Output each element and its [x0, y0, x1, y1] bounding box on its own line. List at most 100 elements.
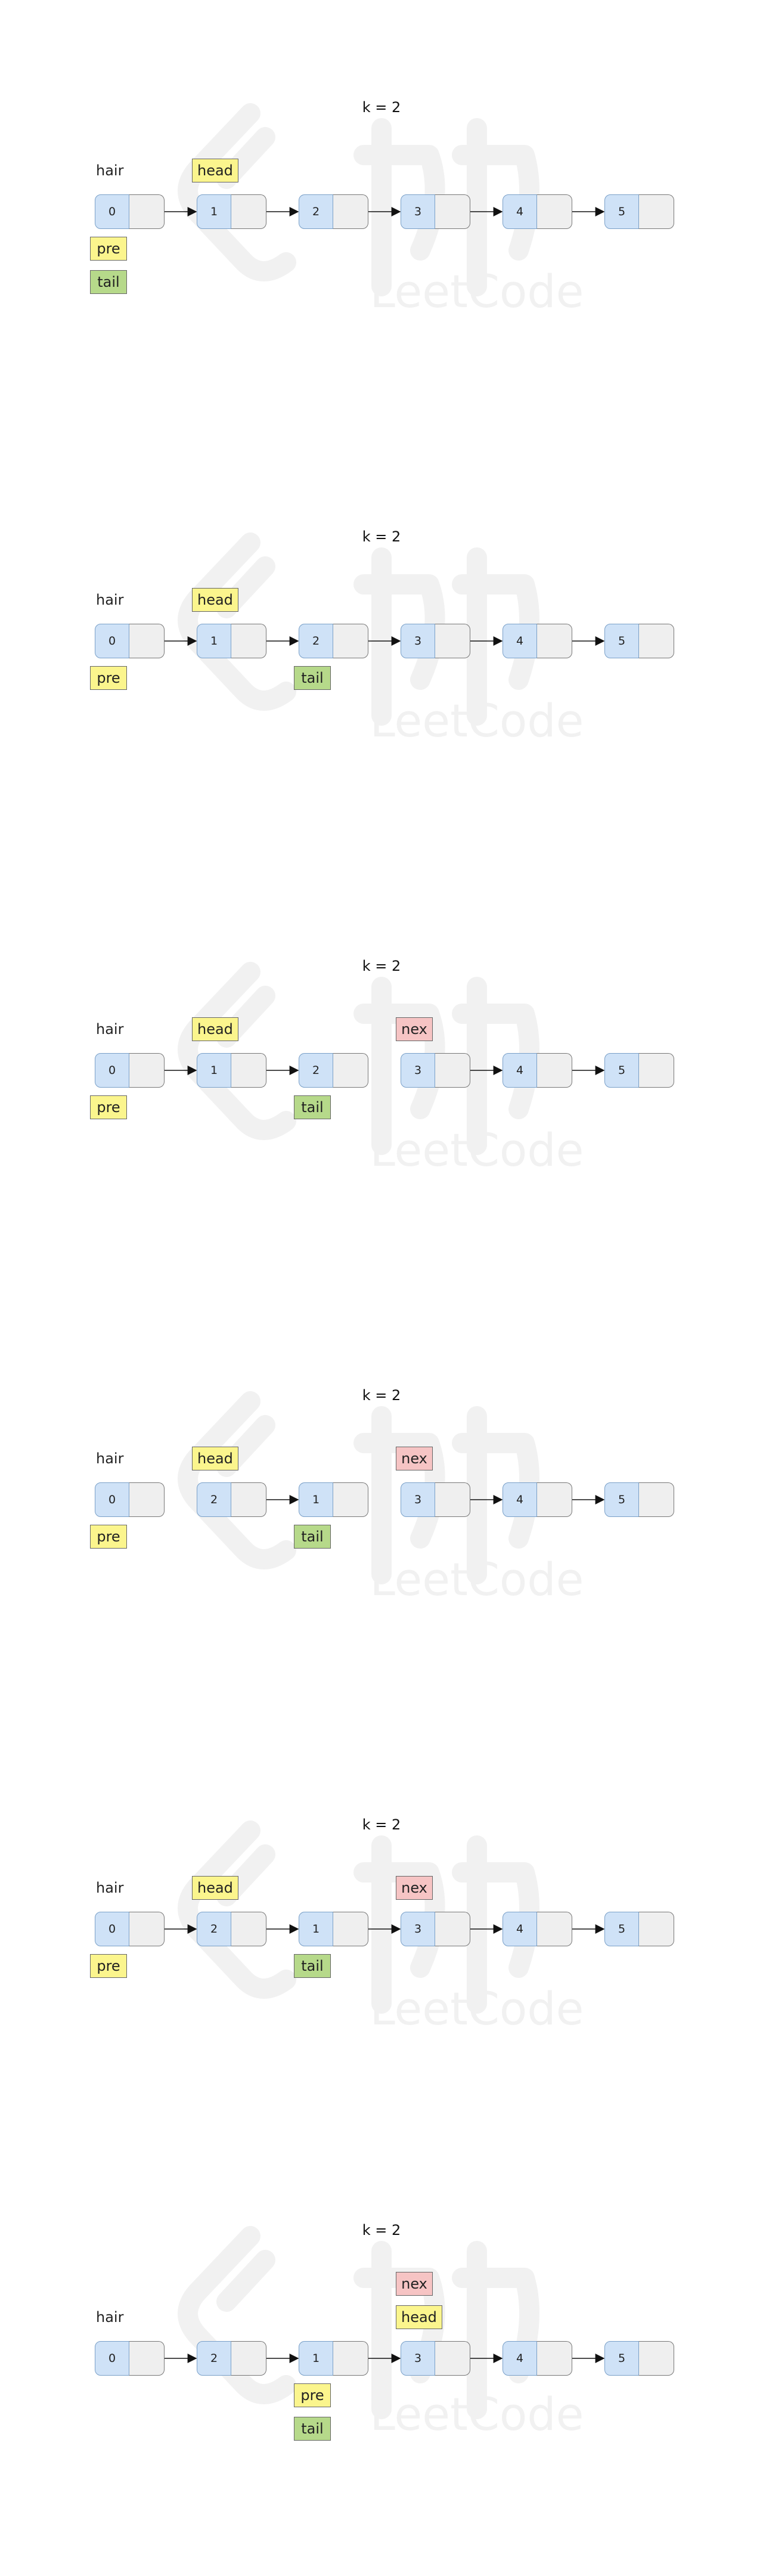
- node-value: 3: [401, 1053, 435, 1088]
- node-value: 1: [299, 1912, 333, 1946]
- frame-title: k = 2: [362, 2222, 401, 2238]
- list-node: 1: [197, 194, 266, 229]
- list-node: 3: [401, 1912, 470, 1946]
- pointer-label-pre: pre: [90, 237, 127, 261]
- list-node: 5: [604, 2341, 674, 2376]
- node-next-field: [435, 1482, 470, 1517]
- node-value: 3: [401, 2341, 435, 2376]
- node-next-field: [536, 624, 572, 658]
- pointer-label-hair: hair: [96, 162, 124, 179]
- list-node: 5: [604, 1053, 674, 1088]
- node-value: 2: [299, 194, 333, 229]
- node-next-field: [231, 1482, 266, 1517]
- svg-text:LeetCode: LeetCode: [370, 1982, 584, 2035]
- list-node: 1: [299, 1912, 368, 1946]
- pointer-label-tail: tail: [294, 1525, 331, 1549]
- node-value: 2: [197, 1482, 231, 1517]
- node-next-field: [231, 1912, 266, 1946]
- node-next-field: [129, 1912, 165, 1946]
- list-node: 4: [503, 624, 572, 658]
- watermark-logo: LeetCode: [178, 2226, 584, 2441]
- list-node: 1: [197, 624, 266, 658]
- node-value: 3: [401, 624, 435, 658]
- list-node: 4: [503, 1912, 572, 1946]
- svg-text:LeetCode: LeetCode: [370, 2388, 584, 2441]
- pointer-label-nex: nex: [396, 1017, 433, 1041]
- pointer-label-tail: tail: [90, 270, 127, 294]
- list-node: 0: [95, 1053, 165, 1088]
- node-next-field: [638, 1912, 674, 1946]
- node-value: 5: [604, 1912, 639, 1946]
- node-value: 1: [197, 624, 231, 658]
- pointer-label-hair: hair: [96, 1880, 124, 1896]
- node-next-field: [333, 1482, 368, 1517]
- node-value: 0: [95, 194, 129, 229]
- list-node: 4: [503, 1482, 572, 1517]
- node-next-field: [536, 2341, 572, 2376]
- pointer-label-hair: hair: [96, 1021, 124, 1038]
- pointer-label-nex: nex: [396, 1447, 433, 1470]
- pointer-label-pre: pre: [90, 1525, 127, 1549]
- node-next-field: [129, 1482, 165, 1517]
- node-next-field: [435, 1912, 470, 1946]
- node-next-field: [638, 624, 674, 658]
- pointer-label-pre: pre: [90, 1095, 127, 1119]
- node-next-field: [536, 194, 572, 229]
- list-node: 0: [95, 624, 165, 658]
- node-next-field: [231, 1053, 266, 1088]
- frame-title: k = 2: [362, 1816, 401, 1833]
- pointer-label-pre: pre: [294, 2383, 331, 2407]
- list-node: 0: [95, 194, 165, 229]
- node-next-field: [333, 194, 368, 229]
- node-value: 0: [95, 1912, 129, 1946]
- pointer-label-pre: pre: [90, 666, 127, 690]
- list-node: 4: [503, 1053, 572, 1088]
- node-next-field: [638, 1482, 674, 1517]
- node-next-field: [231, 2341, 266, 2376]
- node-next-field: [231, 194, 266, 229]
- node-value: 2: [197, 2341, 231, 2376]
- node-value: 1: [197, 1053, 231, 1088]
- node-value: 5: [604, 1053, 639, 1088]
- node-next-field: [333, 2341, 368, 2376]
- list-node: 4: [503, 2341, 572, 2376]
- node-next-field: [435, 2341, 470, 2376]
- node-value: 4: [503, 2341, 537, 2376]
- pointer-label-hair: hair: [96, 592, 124, 608]
- node-value: 1: [299, 2341, 333, 2376]
- list-node: 2: [197, 1482, 266, 1517]
- node-next-field: [129, 1053, 165, 1088]
- list-node: 5: [604, 194, 674, 229]
- node-value: 4: [503, 1482, 537, 1517]
- pointer-label-tail: tail: [294, 2417, 331, 2441]
- svg-text:LeetCode: LeetCode: [370, 1553, 584, 1606]
- node-next-field: [129, 624, 165, 658]
- list-node: 0: [95, 2341, 165, 2376]
- node-value: 0: [95, 2341, 129, 2376]
- node-value: 2: [299, 624, 333, 658]
- node-value: 5: [604, 2341, 639, 2376]
- pointer-label-hair: hair: [96, 2309, 124, 2326]
- frame-title: k = 2: [362, 528, 401, 545]
- frame-title: k = 2: [362, 958, 401, 974]
- node-next-field: [638, 1053, 674, 1088]
- frame-title: k = 2: [362, 99, 401, 116]
- node-value: 2: [299, 1053, 333, 1088]
- list-node: 3: [401, 624, 470, 658]
- list-node: 0: [95, 1912, 165, 1946]
- list-node: 3: [401, 194, 470, 229]
- list-node: 3: [401, 1482, 470, 1517]
- pointer-label-head: head: [192, 588, 238, 612]
- list-node: 3: [401, 1053, 470, 1088]
- node-next-field: [333, 1912, 368, 1946]
- pointer-label-tail: tail: [294, 1954, 331, 1978]
- list-node: 2: [299, 624, 368, 658]
- node-value: 2: [197, 1912, 231, 1946]
